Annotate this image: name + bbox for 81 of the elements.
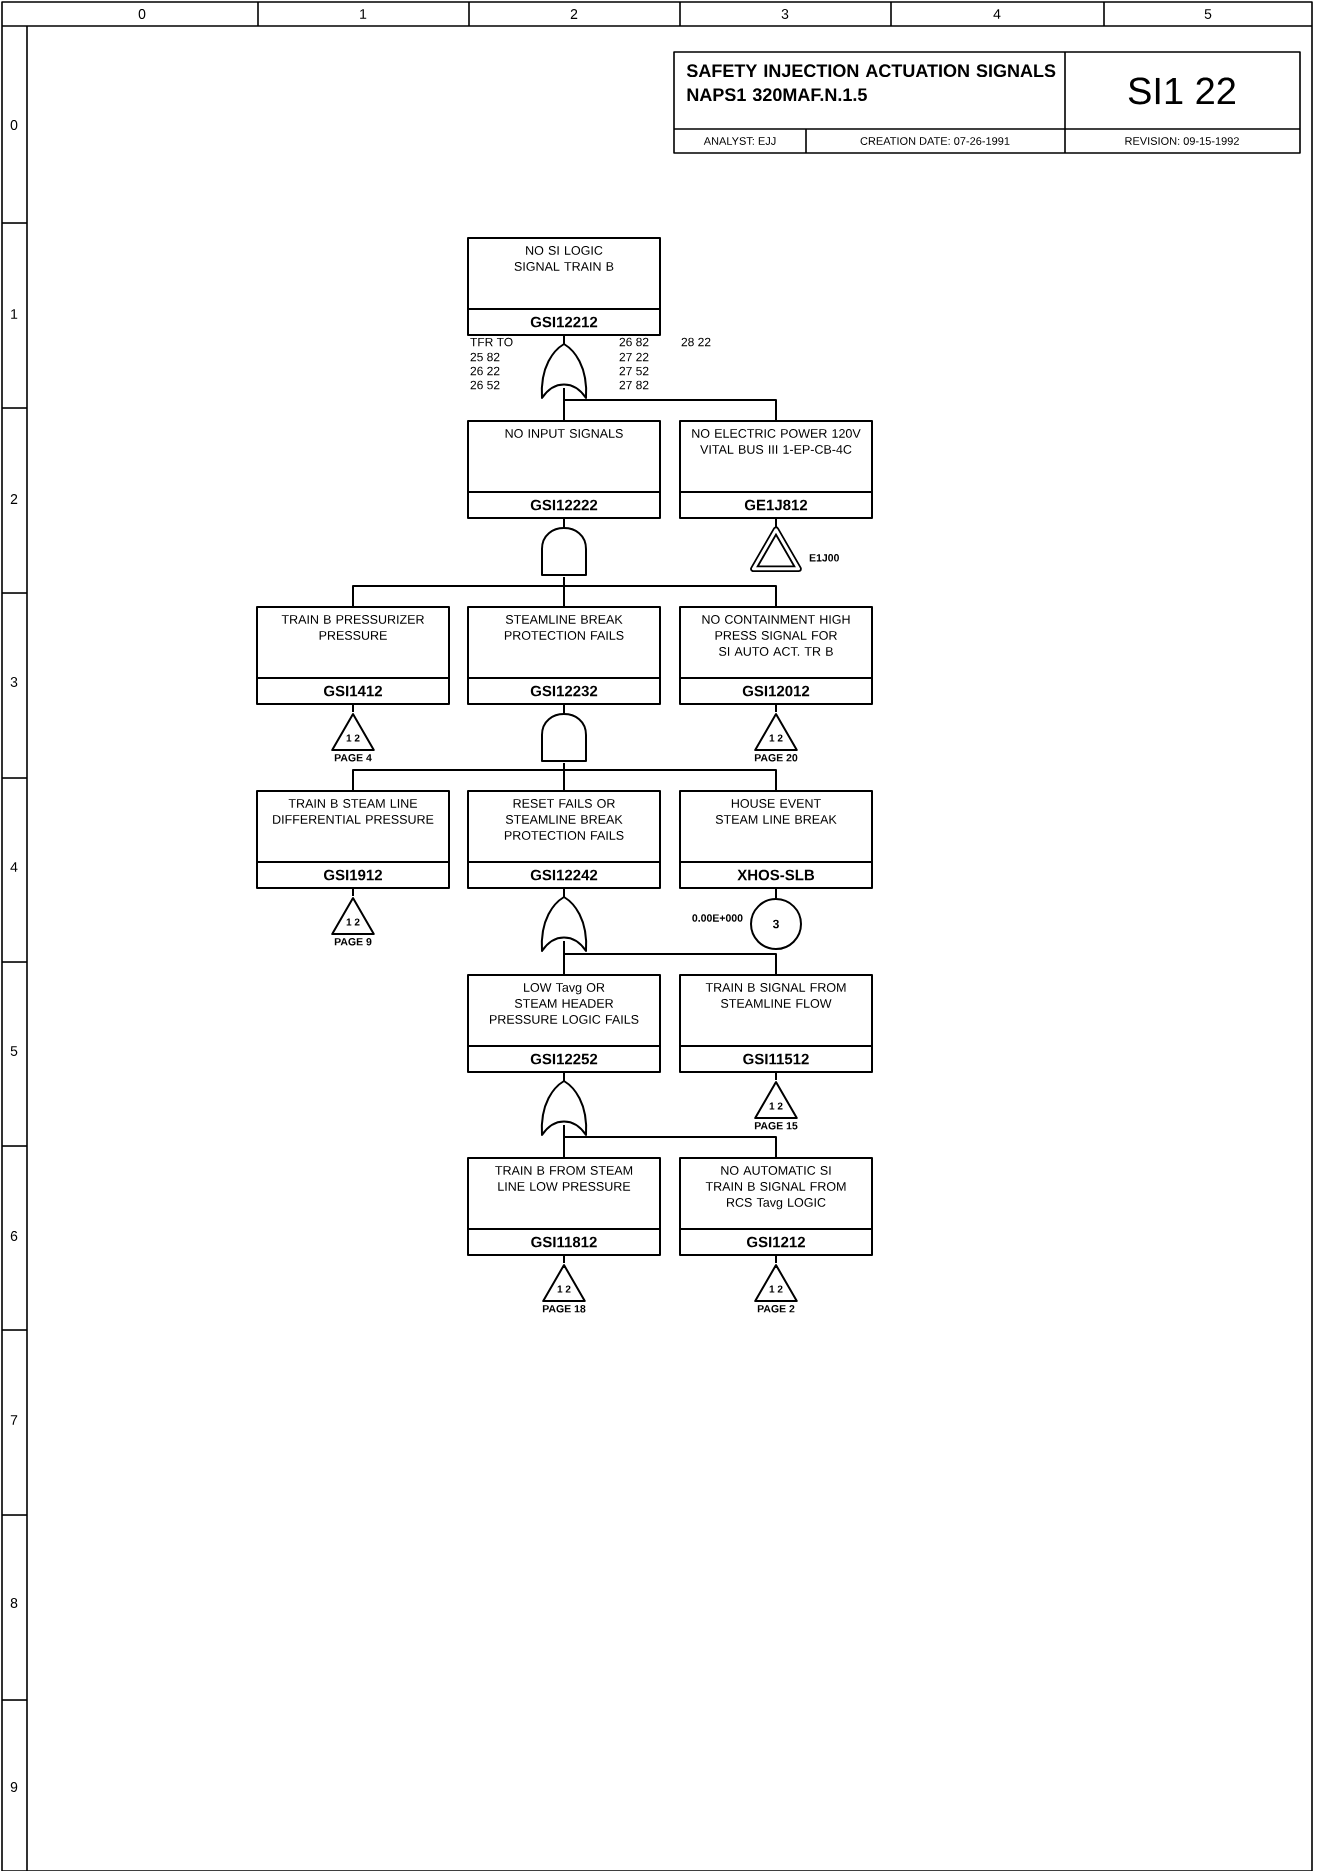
or-gate bbox=[540, 343, 588, 399]
zone-number: 8 bbox=[10, 1598, 18, 1608]
zone-number: 6 bbox=[10, 1231, 18, 1241]
event-box: HOUSE EVENT STEAM LINE BREAK XHOS-SLB bbox=[679, 790, 873, 889]
page-reference: E1J00 bbox=[809, 554, 839, 562]
zone-number: 0 bbox=[10, 120, 18, 130]
transfer-reference: 27 22 bbox=[619, 352, 649, 362]
event-box: TRAIN B PRESSURIZER PRESSURE GSI1412 bbox=[256, 606, 450, 705]
connector bbox=[563, 940, 777, 975]
transfer-triangle: 1 2 bbox=[542, 1264, 586, 1302]
transfer-reference: TFR TO bbox=[470, 337, 513, 347]
event-box: RESET FAILS OR STEAMLINE BREAK PROTECTION FAILS GSI12242 bbox=[467, 790, 661, 889]
creation-date: CREATION DATE: 07-26-1991 bbox=[860, 137, 1010, 145]
connector bbox=[563, 335, 565, 345]
connector bbox=[775, 518, 777, 529]
and-gate bbox=[541, 713, 587, 762]
or-gate bbox=[540, 1080, 588, 1136]
connector bbox=[563, 888, 565, 898]
title: SAFETY INJECTION ACTUATION SIGNALS NAPS1 320MAF.N.1.5 bbox=[686, 64, 1056, 102]
zone-number: 5 bbox=[1204, 9, 1212, 19]
zone-number: 1 bbox=[11, 309, 18, 319]
page-reference: PAGE 9 bbox=[334, 938, 372, 946]
page-reference: PAGE 20 bbox=[754, 754, 798, 762]
connector bbox=[563, 387, 777, 421]
event-box: NO INPUT SIGNALS GSI12222 bbox=[467, 420, 661, 519]
zone-number: 4 bbox=[10, 862, 18, 872]
connector bbox=[563, 704, 565, 714]
transfer-triangle: 1 2 bbox=[331, 713, 375, 751]
event-box: TRAIN B STEAM LINE DIFFERENTIAL PRESSURE GSI1912 bbox=[256, 790, 450, 889]
transfer-reference: 25 82 bbox=[470, 352, 500, 362]
zone-number: 2 bbox=[570, 9, 578, 19]
page-reference: PAGE 15 bbox=[754, 1122, 798, 1130]
zone-number: 0 bbox=[138, 9, 146, 19]
connector bbox=[563, 1072, 565, 1082]
connector bbox=[775, 1072, 777, 1081]
connector bbox=[563, 1124, 777, 1158]
transfer-reference: 26 52 bbox=[470, 380, 500, 390]
analyst-field: ANALYST: EJJ bbox=[703, 137, 776, 145]
event-box: TRAIN B SIGNAL FROM STEAMLINE FLOW GSI11512 bbox=[679, 974, 873, 1073]
event-box: TRAIN B FROM STEAM LINE LOW PRESSURE GSI11812 bbox=[467, 1157, 661, 1256]
zone-number: 2 bbox=[10, 494, 18, 504]
event-box: NO ELECTRIC POWER 120V VITAL BUS III 1-EP-CB-4C GE1J812 bbox=[679, 420, 873, 519]
zone-number: 4 bbox=[993, 9, 1001, 19]
event-box: NO AUTOMATIC SI TRAIN B SIGNAL FROM RCS Tavg LOGIC GSI1212 bbox=[679, 1157, 873, 1256]
zone-number: 7 bbox=[10, 1415, 18, 1425]
event-box: NO CONTAINMENT HIGH PRESS SIGNAL FOR SI AUTO ACT. TR B GSI12012 bbox=[679, 606, 873, 705]
transfer-reference: 26 22 bbox=[470, 366, 500, 376]
connector bbox=[352, 888, 354, 897]
connector bbox=[775, 888, 777, 899]
connector bbox=[563, 762, 777, 791]
event-box: STEAMLINE BREAK PROTECTION FAILS GSI12232 bbox=[467, 606, 661, 705]
zone-number: 9 bbox=[10, 1782, 18, 1792]
transfer-reference: 27 52 bbox=[619, 366, 649, 376]
connector bbox=[563, 518, 565, 528]
zone-number: 3 bbox=[781, 9, 789, 19]
transfer-triangle bbox=[750, 526, 802, 573]
connector bbox=[352, 704, 354, 713]
page-reference: PAGE 18 bbox=[542, 1305, 586, 1313]
connector bbox=[775, 1255, 777, 1264]
sheet-number: SI1 22 bbox=[1128, 77, 1235, 105]
transfer-reference: 27 82 bbox=[619, 380, 649, 390]
zone-number: 5 bbox=[10, 1046, 18, 1056]
event-box: NO SI LOGIC SIGNAL TRAIN B GSI12212 bbox=[467, 237, 661, 336]
and-gate bbox=[541, 527, 587, 576]
or-gate bbox=[540, 896, 588, 952]
transfer-triangle: 1 2 bbox=[331, 897, 375, 935]
transfer-triangle: 1 2 bbox=[754, 713, 798, 751]
page-reference: PAGE 2 bbox=[757, 1305, 795, 1313]
transfer-reference: 28 22 bbox=[681, 337, 711, 347]
transfer-reference: 26 82 bbox=[619, 337, 649, 347]
connector bbox=[563, 1255, 565, 1264]
revision-date: REVISION: 09-15-1992 bbox=[1125, 137, 1239, 145]
page-reference: PAGE 4 bbox=[334, 754, 372, 762]
transfer-triangle: 1 2 bbox=[754, 1264, 798, 1302]
zone-number: 3 bbox=[10, 677, 18, 687]
connector bbox=[775, 704, 777, 713]
page-reference: 0.00E+000 bbox=[692, 914, 743, 922]
zone-number: 1 bbox=[360, 9, 367, 19]
transfer-triangle: 1 2 bbox=[754, 1081, 798, 1119]
event-box: LOW Tavg OR STEAM HEADER PRESSURE LOGIC FAILS GSI12252 bbox=[467, 974, 661, 1073]
connector bbox=[563, 576, 777, 607]
